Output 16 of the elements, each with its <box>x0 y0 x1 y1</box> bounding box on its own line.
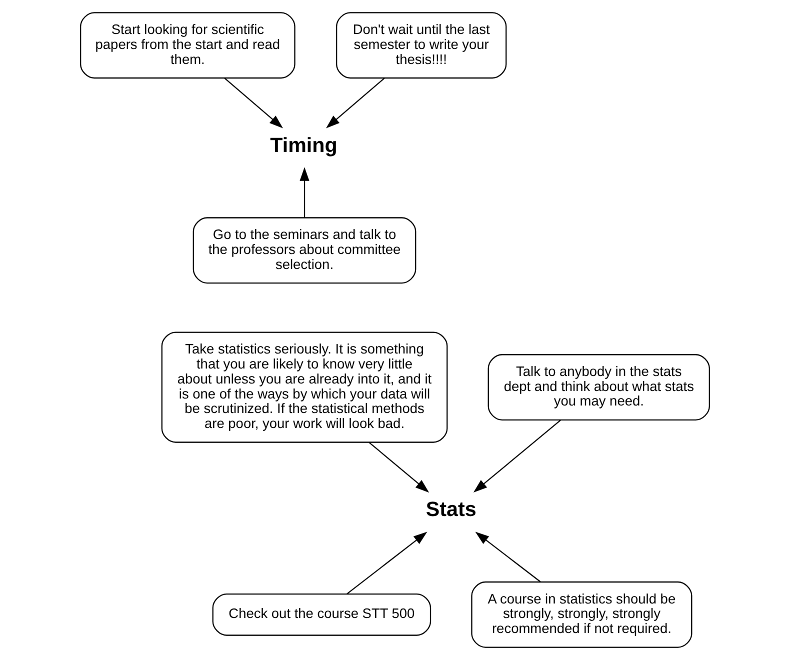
arrow <box>224 78 283 128</box>
arrow <box>299 167 309 218</box>
arrow <box>472 420 561 492</box>
arrow <box>368 442 429 493</box>
node-box: A course in statistics should be strongly, strongly, strongly recommended if not required. <box>470 581 692 648</box>
arrow <box>474 532 540 582</box>
node-text: Timing <box>270 134 337 157</box>
node-box: Check out the course STT 500 <box>212 593 431 636</box>
node-box: Don't wait until the last semester to write your thesis!!!! <box>336 12 506 79</box>
node-box: Take statistics seriously. It is something that you are likely to know very little about unless you are already into it, and it is one of the ways by which your data will be scrutinized. If the statistical methods are poor, your work will look bad. <box>160 332 448 443</box>
node-box: Start looking for scientific papers from the start and read them. <box>80 12 295 79</box>
node-box: Go to the seminars and talk to the professors about committee selection. <box>192 217 416 284</box>
arrow <box>326 78 384 128</box>
node-text: Stats <box>425 498 476 522</box>
node-box: Talk to anybody in the stats dept and think about what stats you may need. <box>487 354 710 420</box>
arrow <box>346 532 427 594</box>
